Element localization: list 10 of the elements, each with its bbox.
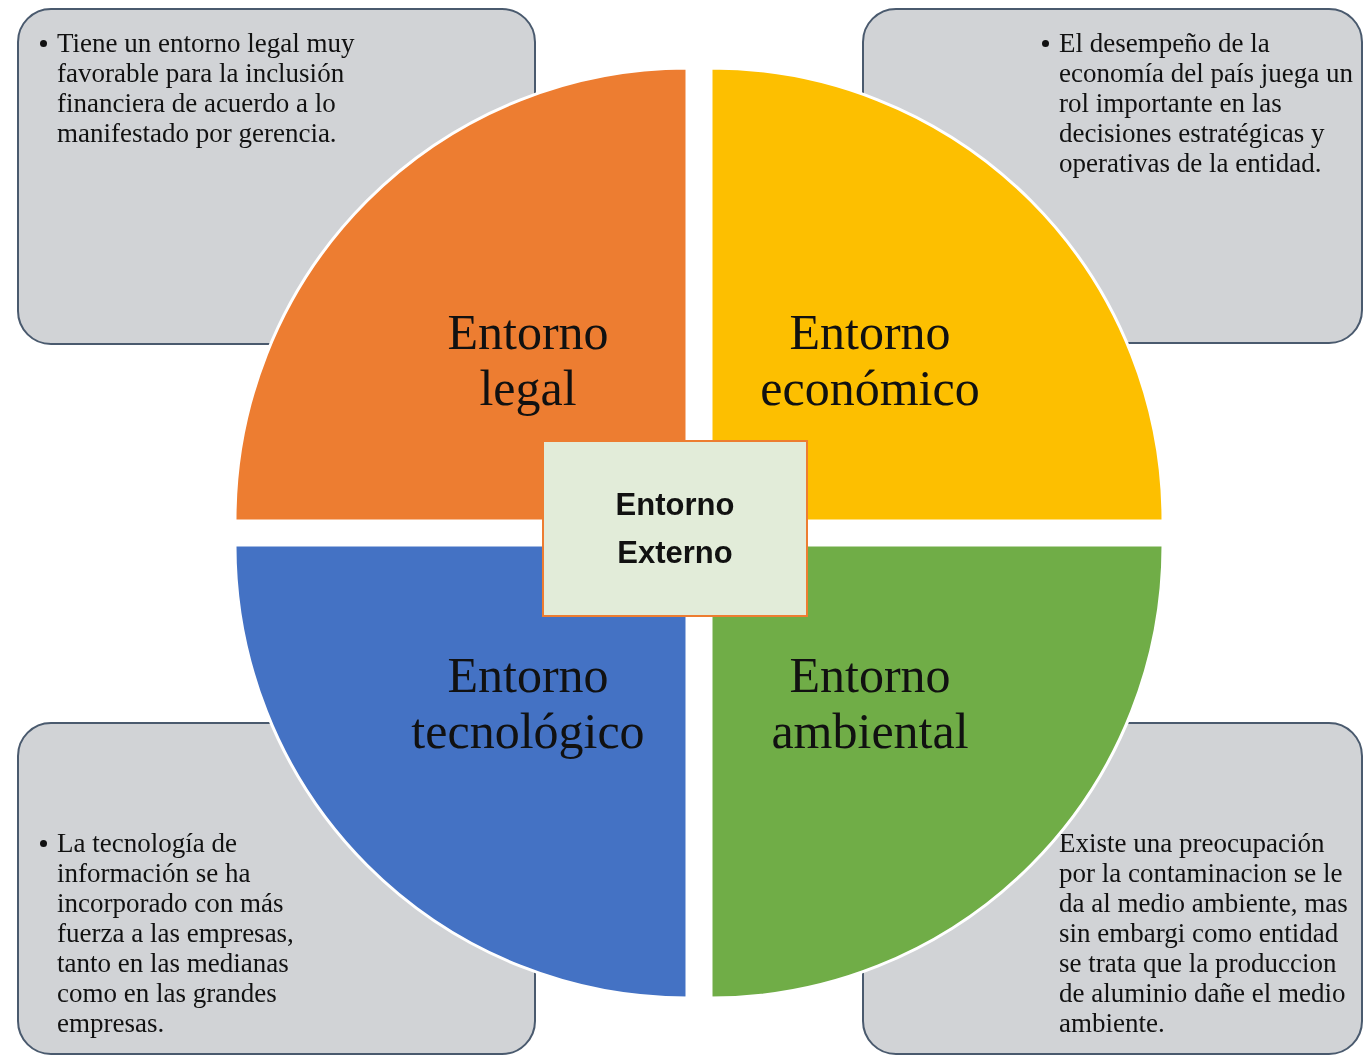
note-text: Existe una preocupación por la contaminacion se le da al medio ambiente, mas sin embargi como entidad se trata que la produccion de aluminio dañe el medio ambiente. [1059, 828, 1349, 1038]
segment-title: Entorno económico [759, 304, 981, 416]
segment-title: Entorno tecnológico [410, 647, 646, 759]
center-text: Entorno Externo [614, 485, 736, 572]
center-box [542, 440, 808, 617]
note-text: Tiene un entorno legal muy favorable para la inclusión financiera de acuerdo a lo manifestado por gerencia. [57, 28, 356, 148]
segment-title: Entorno legal [446, 304, 610, 416]
segment-title: Entorno ambiental [770, 647, 970, 759]
note-text: El desempeño de la economía del país juega un rol importante en las decisiones estratégicas y operativas de la entidad. [1059, 28, 1354, 178]
note-text: La tecnología de información se ha incorporado con más fuerza a las empresas, tanto en las medianas como en las grandes empresas. [57, 828, 295, 1038]
